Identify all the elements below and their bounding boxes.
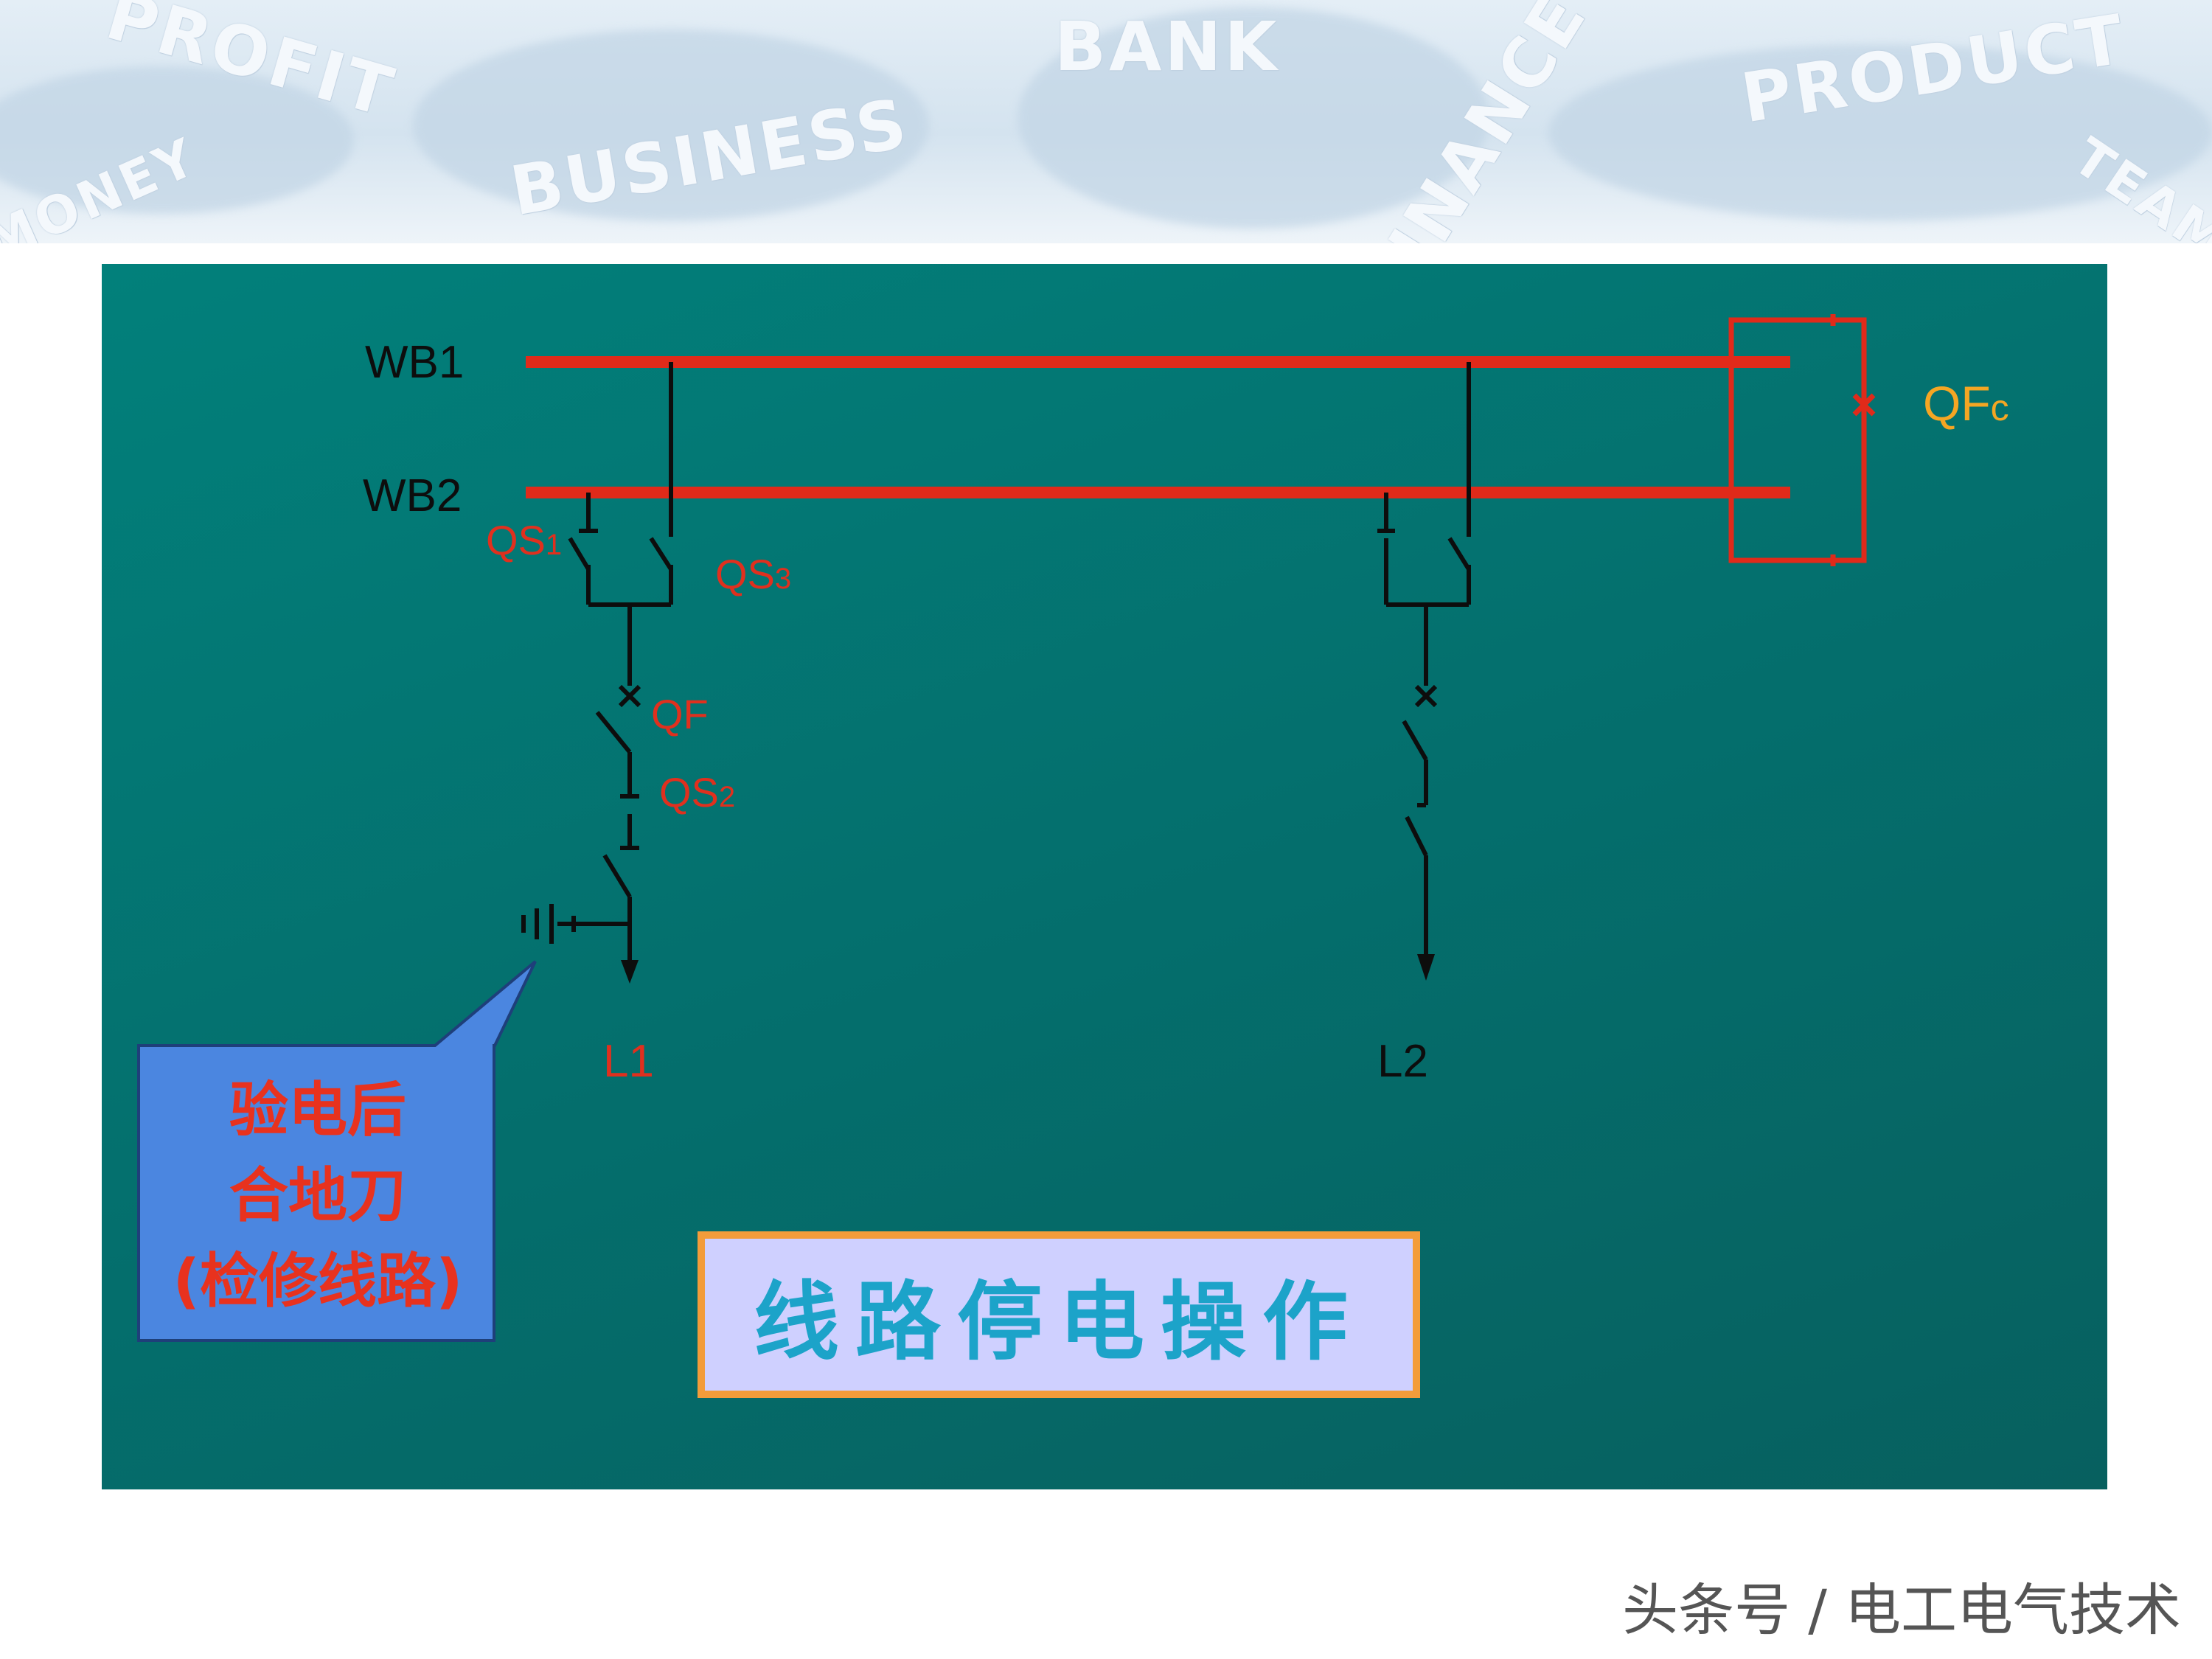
callout-line: 验电后 [229,1076,406,1144]
circuit-diagram: WB1 WB2 QS1 QS3 QF QS2 QFc L1 L2 [137,314,2009,1342]
label-qs3: QS3 [715,551,791,597]
label-l1: L1 [603,1036,654,1087]
bus-coupler-qfc [1728,314,1876,566]
feeder-l2 [1377,362,1471,957]
slide-title: 线路停电操作 [754,1272,1364,1372]
callout-bubble [137,960,537,1342]
slide: WB1 WB2 QS1 QS3 QF QS2 QFc L1 L2 验电后 合地刀… [102,264,2107,1489]
banner-word: BANK [1054,7,1280,86]
label-qfc: QFc [1923,376,2009,431]
label-qs2: QS2 [659,769,735,815]
watermark: 头条号 / 电工电气技术 [1622,1577,2181,1643]
arrow-l1 [621,960,639,984]
label-wb2: WB2 [363,470,462,521]
feeder-l1 [521,362,673,961]
label-wb1: WB1 [365,337,464,388]
label-qs1: QS1 [486,517,562,563]
arrow-l2 [1417,954,1435,981]
label-qf: QF [651,691,709,737]
callout-text: 验电后 合地刀 (检修线路) [145,1068,491,1324]
title-box: 线路停电操作 [698,1231,1420,1398]
label-l2: L2 [1377,1036,1428,1087]
callout-line: (检修线路) [173,1247,463,1315]
callout-line: 合地刀 [229,1161,406,1230]
header-banner: PROFIT BUSINESS BANK FINANCE PRODUCT MON… [0,0,2212,243]
